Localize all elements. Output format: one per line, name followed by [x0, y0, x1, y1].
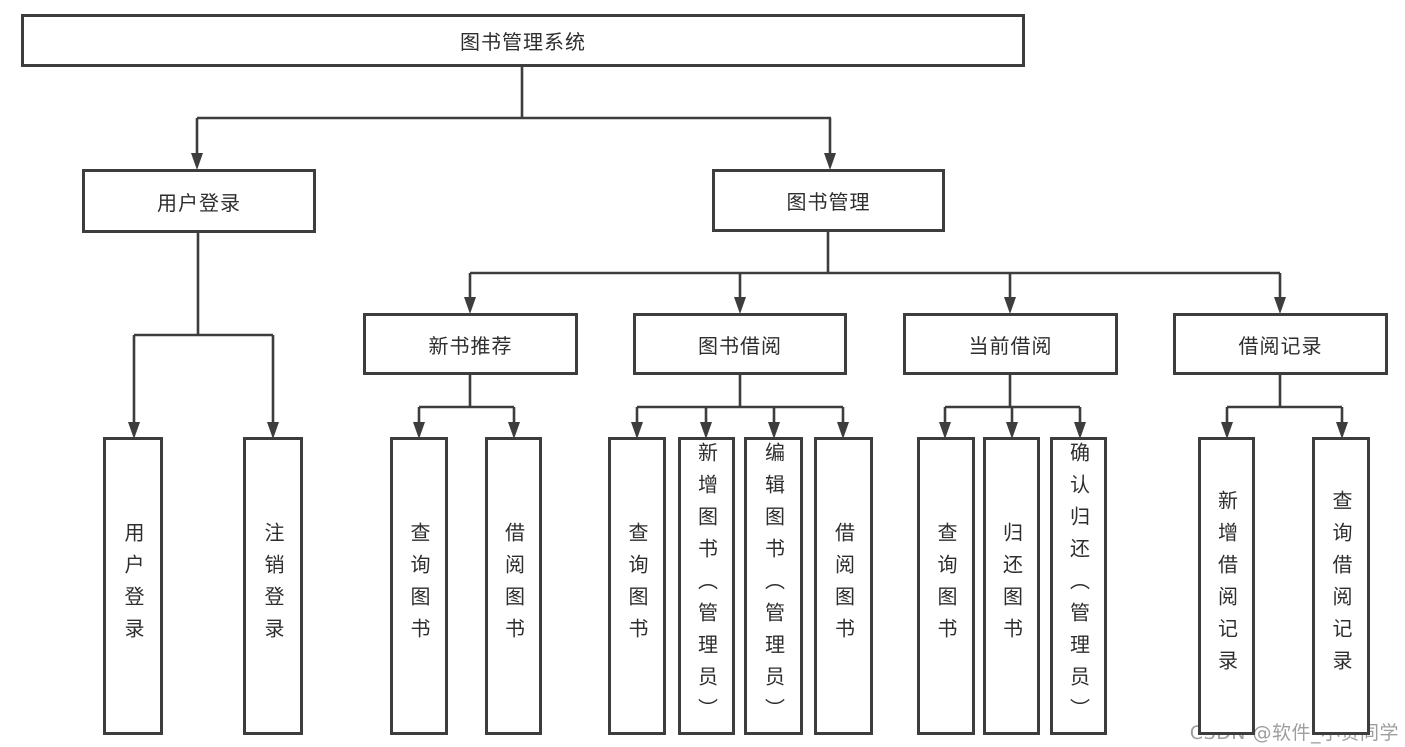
leaf-confirm-return-admin: 确认归还（管理员） — [1050, 437, 1107, 735]
node-label: 注销登录 — [261, 522, 285, 650]
node-current-borrowing: 当前借阅 — [903, 313, 1118, 375]
node-label: 用户登录 — [121, 522, 145, 650]
leaf-return-books: 归还图书 — [983, 437, 1040, 735]
node-label: 查询借阅记录 — [1329, 490, 1353, 682]
node-label: 编辑图书（管理员） — [761, 442, 786, 730]
leaf-edit-books-admin: 编辑图书（管理员） — [744, 437, 803, 735]
arrowhead-icon — [1274, 297, 1286, 314]
node-label: 用户登录 — [157, 190, 241, 215]
leaf-query-books-recommend: 查询图书 — [390, 437, 448, 735]
arrowhead-icon — [191, 153, 203, 170]
node-label: 确认归还（管理员） — [1066, 442, 1091, 730]
node-label: 借阅记录 — [1238, 333, 1323, 358]
leaf-user-login: 用户登录 — [103, 437, 163, 735]
node-borrowing-records: 借阅记录 — [1173, 313, 1388, 375]
arrowhead-icon — [464, 297, 476, 314]
node-label: 当前借阅 — [968, 333, 1053, 358]
node-label: 新书推荐 — [428, 333, 513, 358]
node-label: 图书管理 — [786, 190, 871, 214]
leaf-add-books-admin: 新增图书（管理员） — [678, 437, 735, 735]
node-label: 图书借阅 — [698, 333, 782, 358]
node-user-login: 用户登录 — [82, 169, 316, 233]
node-label: 查询图书 — [407, 522, 431, 650]
node-label: 查询图书 — [934, 522, 958, 650]
node-label: 归还图书 — [999, 522, 1024, 650]
leaf-query-borrow-record: 查询借阅记录 — [1312, 437, 1370, 735]
node-label: 借阅图书 — [831, 522, 856, 650]
leaf-logout: 注销登录 — [243, 437, 303, 735]
node-book-management: 图书管理 — [712, 169, 945, 232]
node-label: 查询图书 — [625, 522, 649, 650]
leaf-borrow-books-recommend: 借阅图书 — [485, 437, 542, 735]
node-root-system: 图书管理系统 — [21, 14, 1025, 67]
leaf-query-books-borrow: 查询图书 — [608, 437, 666, 735]
node-label: 图书管理系统 — [460, 30, 586, 54]
node-label: 借阅图书 — [501, 522, 526, 650]
node-new-book-recommend: 新书推荐 — [363, 313, 578, 375]
node-label: 新增图书（管理员） — [694, 442, 719, 730]
node-book-borrowing: 图书借阅 — [633, 313, 847, 375]
node-label: 新增借阅记录 — [1214, 490, 1239, 682]
arrowhead-icon — [734, 297, 746, 314]
leaf-add-borrow-record: 新增借阅记录 — [1198, 437, 1255, 735]
arrowhead-icon — [824, 153, 836, 170]
arrowhead-icon — [1004, 297, 1016, 314]
leaf-query-books-current: 查询图书 — [917, 437, 975, 735]
leaf-borrow-books: 借阅图书 — [814, 437, 873, 735]
